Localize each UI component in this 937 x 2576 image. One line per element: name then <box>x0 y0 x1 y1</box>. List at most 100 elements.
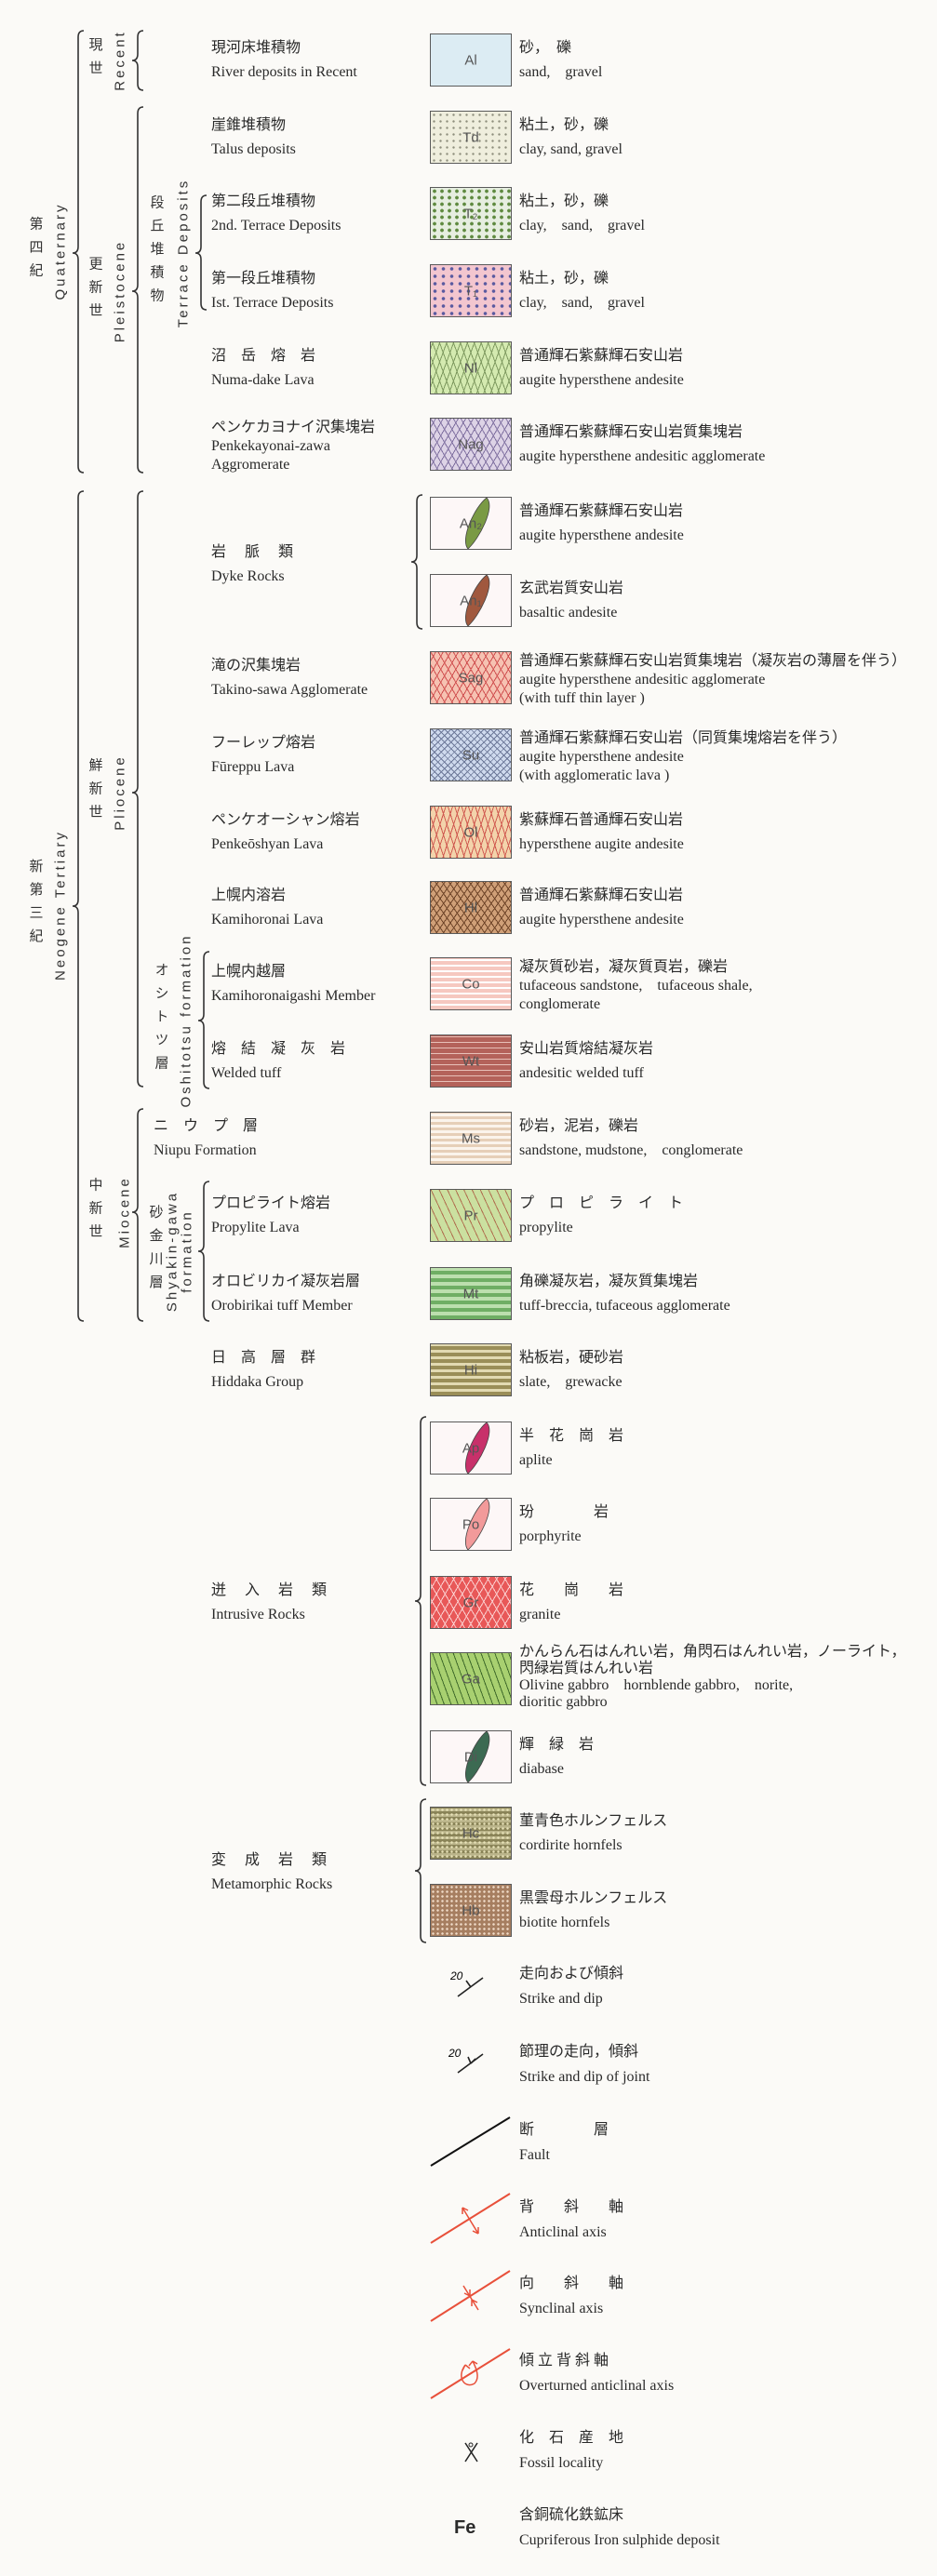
unit-code: Nl <box>463 360 478 376</box>
unit-description-line: augite hypersthene andesite <box>519 372 684 388</box>
unit-code: Di <box>463 1749 478 1765</box>
symbol-label-ja: 走向および傾斜 <box>519 1966 624 1982</box>
vertical-label-quaternary-ja: 第四紀 <box>27 216 45 287</box>
vertical-label-recent-ja: 現世 <box>87 37 104 84</box>
unit-name-line: Takino-sawa Agglomerate <box>211 682 368 698</box>
pliocene-brace <box>131 490 144 1088</box>
vertical-label-terrace-en: Terrace Deposits <box>175 178 192 328</box>
recent-brace <box>131 30 144 91</box>
overturned-axis-icon <box>430 2348 511 2399</box>
unit-description-line: aplite <box>519 1452 553 1468</box>
joint-dip-value: 20 <box>448 2047 462 2060</box>
unit-name-line: 崖錐堆積物 <box>211 117 287 133</box>
unit-swatch-an₁: An₁ <box>430 574 512 627</box>
symbol-label-ja: 背 斜 軸 <box>519 2199 624 2215</box>
unit-code: Su <box>462 747 480 763</box>
pleistocene-brace <box>131 106 144 474</box>
unit-code: Ap <box>462 1440 480 1456</box>
unit-swatch-mt: Mt <box>430 1267 512 1320</box>
unit-description-line: augite hypersthene andesitic agglomerate <box>519 448 766 464</box>
unit-description-line: Olivine gabbro hornblende gabbro, norite… <box>519 1677 794 1693</box>
dyke-lens-icon <box>464 575 490 626</box>
unit-name-line: Penkekayonai-zawa <box>211 438 330 454</box>
dyke-group-title-en: Dyke Rocks <box>211 568 285 584</box>
unit-description-line: andesitic welded tuff <box>519 1065 644 1081</box>
dyke-lens-icon <box>464 1731 490 1782</box>
vertical-label-shyakin-en2: formation <box>179 1209 195 1293</box>
unit-name-line: Numa-dake Lava <box>211 372 315 388</box>
unit-swatch-su: Su <box>430 728 512 781</box>
dyke-brace <box>410 494 423 630</box>
unit-description-line: 黒雲母ホルンフェルス <box>519 1890 668 1906</box>
fault-line-icon <box>430 2116 511 2167</box>
unit-swatch-t₁: T₁ <box>430 264 512 317</box>
unit-description-line: clay, sand, gravel <box>519 141 622 157</box>
unit-name-line: Propylite Lava <box>211 1220 300 1235</box>
unit-swatch-ol: Ol <box>430 806 512 859</box>
unit-description-line: augite hypersthene andesite <box>519 912 684 928</box>
dyke-lens-icon <box>464 1422 490 1474</box>
unit-code: T₂ <box>463 206 478 221</box>
unit-name-line: 2nd. Terrace Deposits <box>211 218 341 234</box>
unit-description-line: かんらん石はんれい岩，角閃石はんれい岩，ノーライト， <box>519 1644 906 1660</box>
unit-swatch-hi: Hi <box>430 1343 512 1396</box>
unit-swatch-sag: Sag <box>430 651 512 704</box>
unit-code: Gr <box>462 1595 479 1610</box>
unit-description-line: 粘板岩，硬砂岩 <box>519 1350 624 1366</box>
unit-name-line: Welded tuff <box>211 1065 282 1081</box>
unit-swatch-hb: Hb <box>430 1884 512 1937</box>
unit-description-line: 粘土，砂，礫 <box>519 194 609 209</box>
unit-description-line: 凝灰質砂岩，凝灰質頁岩，礫岩 <box>519 959 729 975</box>
intrusive-group-title-ja: 迸 入 岩 類 <box>211 1582 329 1598</box>
unit-code: Hi <box>463 1362 478 1378</box>
unit-name-line: Fūreppu Lava <box>211 759 295 775</box>
unit-description-line: hypersthene augite andesite <box>519 836 684 852</box>
unit-description-line: プ ロ ピ ラ イ ト <box>519 1195 684 1211</box>
unit-swatch-gr: Gr <box>430 1576 512 1629</box>
unit-code: Ms <box>462 1130 480 1146</box>
unit-code: Hb <box>462 1902 480 1918</box>
unit-swatch-pr: Pr <box>430 1189 512 1242</box>
vertical-label-oshitotsu-ja: オシトツ層 <box>153 962 170 1079</box>
unit-description-line: (with agglomeratic lava ) <box>519 767 670 783</box>
unit-description-line: diabase <box>519 1761 564 1777</box>
symbol-label-ja: 節理の走向，傾斜 <box>519 2044 639 2060</box>
unit-swatch-hl: Hl <box>430 881 512 934</box>
vertical-label-neogene-en: Neogene Tertiary <box>52 830 69 981</box>
miocene-brace <box>131 1108 144 1322</box>
terrace-brace <box>194 194 207 311</box>
unit-description-line: augite hypersthene andesitic agglomerate <box>519 672 766 687</box>
unit-swatch-al: Al <box>430 33 512 87</box>
unit-name-line: Kamihoronaigashi Member <box>211 988 376 1004</box>
vertical-label-recent-en: Recent <box>112 30 128 91</box>
vertical-label-miocene-ja: 中新世 <box>87 1177 104 1248</box>
shyakin-brace <box>197 1181 210 1322</box>
unit-description-line: 普通輝石紫蘇輝石安山岩 <box>519 348 684 364</box>
unit-swatch-td: Td <box>430 111 512 164</box>
unit-description-line: 紫蘇輝石普通輝石安山岩 <box>519 812 684 828</box>
vertical-label-miocene-en: Miocene <box>116 1176 133 1248</box>
dyke-group-title-ja: 岩 脈 類 <box>211 544 296 560</box>
unit-description-line: 普通輝石紫蘇輝石安山岩質集塊岩（凝灰岩の薄層を伴う） <box>519 653 907 669</box>
oshitotsu-brace <box>197 951 210 1089</box>
unit-name-line: 上幌内溶岩 <box>211 888 287 903</box>
unit-name-line: Ist. Terrace Deposits <box>211 295 334 311</box>
symbol-label-ja: 化 石 産 地 <box>519 2430 624 2446</box>
unit-swatch-po: Po <box>430 1498 512 1551</box>
symbol-label-en: Synclinal axis <box>519 2301 604 2316</box>
unit-swatch-wt: Wt <box>430 1034 512 1088</box>
symbol-label-en: Fault <box>519 2147 550 2163</box>
unit-code: Nag <box>458 436 484 452</box>
syncline-arrows-icon <box>462 2285 479 2311</box>
iron-deposit-icon: Fe <box>454 2517 476 2538</box>
unit-description-line: 普通輝石紫蘇輝石安山岩質集塊岩 <box>519 424 743 440</box>
unit-swatch-di: Di <box>430 1730 512 1783</box>
unit-code: Co <box>462 976 480 992</box>
unit-name-line: 上幌内越層 <box>211 964 287 980</box>
symbol-label-ja: 向 斜 軸 <box>519 2276 624 2291</box>
unit-swatch-nag: Nag <box>430 418 512 471</box>
unit-description-line: 半 花 崗 岩 <box>519 1428 624 1444</box>
unit-code: Sag <box>458 670 484 686</box>
unit-description-line: 輝 緑 岩 <box>519 1737 595 1753</box>
unit-description-line: 砂岩，泥岩，礫岩 <box>519 1118 639 1134</box>
